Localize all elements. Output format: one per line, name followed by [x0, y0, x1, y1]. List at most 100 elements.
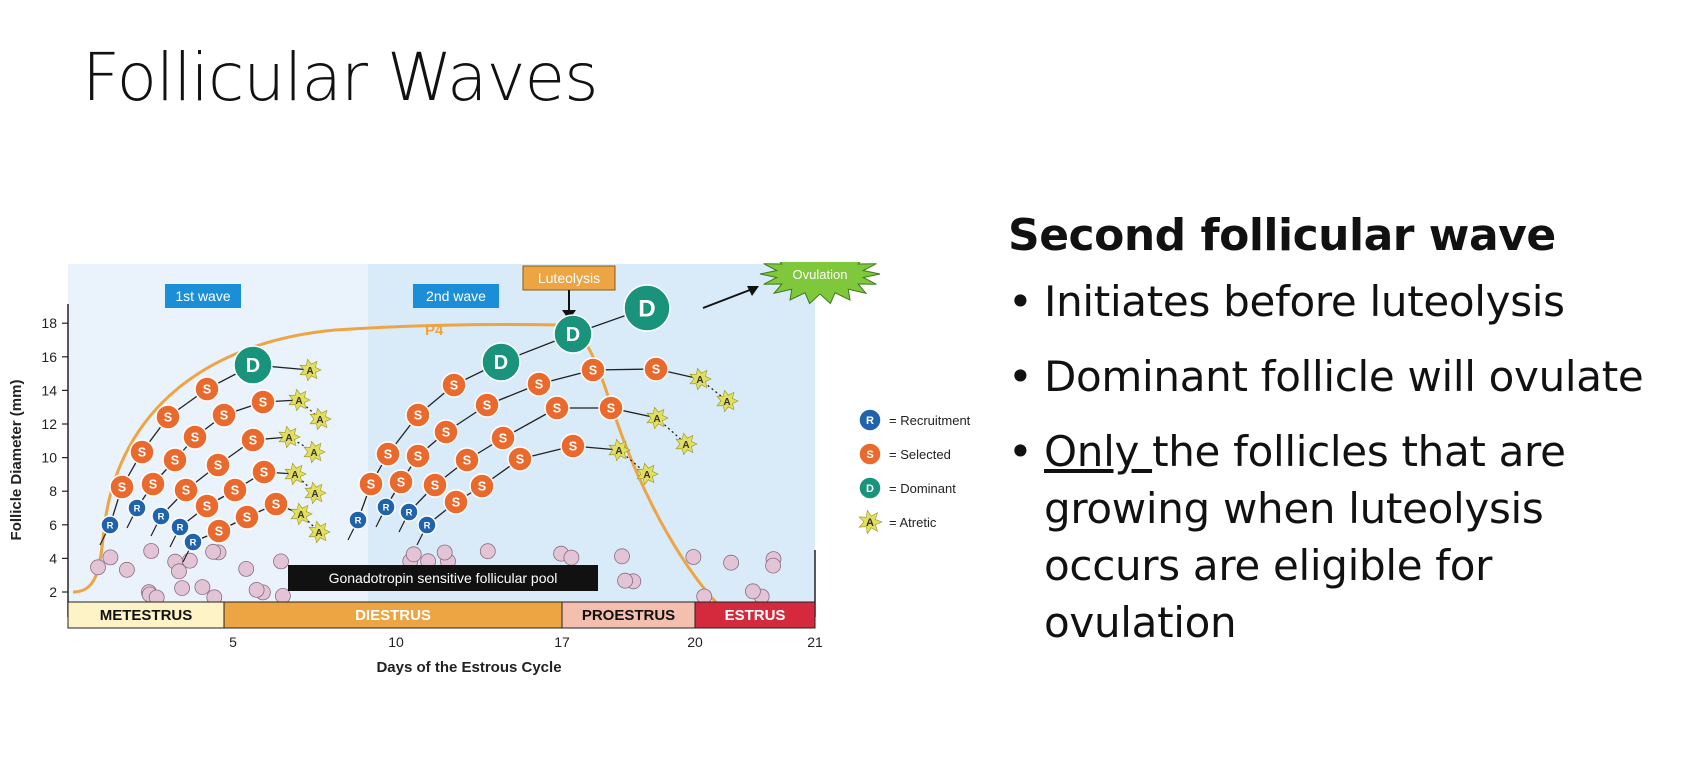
pool-follicle — [174, 580, 191, 597]
selected-follicle — [222, 477, 248, 503]
follicle-letter: A — [306, 366, 313, 377]
legend-swatch — [858, 442, 882, 466]
pool-follicle — [248, 581, 265, 598]
pool-follicle — [171, 563, 187, 580]
phase-label: ESTRUS — [725, 607, 786, 624]
follicle-letter: R — [355, 515, 362, 526]
follicle-letter: S — [483, 399, 491, 413]
follicle-letter: S — [118, 481, 126, 495]
selected-follicle — [544, 395, 570, 421]
selected-follicle — [469, 473, 495, 499]
ovulation-burst — [759, 262, 881, 305]
bullet-underlined-text: Only — [1044, 426, 1153, 476]
follicle-letter: S — [589, 364, 597, 378]
phase-segment — [561, 601, 696, 629]
ovulation-arrow — [702, 287, 756, 309]
selected-follicle — [162, 447, 188, 473]
recruited-follicle — [100, 515, 120, 535]
selected-follicle — [405, 443, 431, 469]
y-tick-label: 16 — [41, 349, 57, 365]
follicle-letter: S — [516, 453, 524, 467]
follicle-letter: S — [414, 450, 422, 464]
follicle-letter: S — [182, 484, 190, 498]
selected-follicle — [560, 433, 586, 459]
recruited-follicle — [399, 502, 419, 522]
follicle-letter: S — [203, 383, 211, 397]
selected-follicle — [182, 424, 208, 450]
follicular-pool — [90, 543, 782, 606]
follicle-letter: S — [463, 454, 471, 468]
selected-follicle — [240, 427, 266, 453]
dominant-follicle — [233, 345, 273, 385]
follicle-letter: A — [285, 433, 292, 444]
follicle-letter: S — [249, 434, 257, 448]
legend-swatch — [858, 509, 883, 535]
follicle-letter: S — [452, 496, 460, 510]
atretic-follicle — [288, 388, 311, 412]
x-tick-label: 21 — [807, 634, 823, 650]
follicle-letter: S — [431, 479, 439, 493]
legend-swatch — [858, 476, 882, 500]
follicle-letter: A — [316, 415, 323, 426]
follicle-letter: S — [450, 379, 458, 393]
follicle-letter: S — [191, 431, 199, 445]
selected-follicle — [263, 491, 289, 517]
pool-follicle — [405, 546, 422, 563]
legend-label: = Atretic — [889, 515, 937, 530]
legend-label: = Selected — [889, 447, 951, 462]
bullet-text: the follicles that are growing when lute… — [1044, 426, 1566, 647]
follicle-letter: R — [383, 502, 390, 513]
follicle-letter: S — [535, 378, 543, 392]
follicle-letter: A — [615, 446, 622, 457]
selected-follicle — [454, 447, 480, 473]
pool-follicle — [479, 543, 496, 560]
y-tick-label: 8 — [49, 483, 57, 499]
y-tick-label: 4 — [49, 550, 57, 566]
recruited-follicle — [417, 515, 437, 535]
pool-label: Gonadotropin sensitive follicular pool — [329, 570, 558, 586]
atretic-follicle — [309, 407, 332, 431]
follicle-letter: S — [138, 446, 146, 460]
x-tick-label: 10 — [388, 634, 404, 650]
follicle-letter: A — [696, 375, 703, 386]
selected-follicle — [140, 471, 166, 497]
selected-follicle — [490, 425, 516, 451]
follicle-letter: S — [214, 459, 222, 473]
selected-follicle — [643, 356, 669, 382]
follicle-letter: S — [499, 432, 507, 446]
slide-title: Follicular Waves — [82, 39, 599, 116]
follicle-letter: S — [478, 480, 486, 494]
selected-follicle — [507, 446, 533, 472]
atretic-follicle — [608, 438, 631, 462]
pool-follicle — [181, 552, 198, 569]
follicle-letter: R — [107, 520, 114, 531]
selected-follicle — [129, 439, 155, 465]
ovulation-label: Ovulation — [793, 267, 848, 282]
follicle-letter: S — [243, 511, 251, 525]
text-panel: Second follicular wave Initiates before … — [1008, 210, 1688, 669]
pool-label-box — [288, 565, 598, 591]
follicle-letter: S — [442, 426, 450, 440]
atretic-follicle — [290, 502, 313, 526]
follicle-letter: R — [158, 511, 165, 522]
dominant-follicle — [481, 342, 521, 382]
selected-follicle — [580, 357, 606, 383]
y-tick-label: 2 — [49, 584, 57, 600]
selected-follicle — [194, 376, 220, 402]
bullet-item: Dominant follicle will ovulate — [1008, 348, 1688, 405]
pool-follicle — [745, 583, 761, 600]
follicle-letter: D — [566, 324, 580, 346]
legend-label: = Dominant — [889, 481, 956, 496]
bullet-text: Dominant follicle will ovulate — [1044, 351, 1644, 401]
selected-follicle — [405, 402, 431, 428]
follicle-letter: D — [638, 296, 655, 323]
bullet-text: Initiates before luteolysis — [1044, 276, 1565, 326]
follicle-letter: S — [367, 478, 375, 492]
y-tick-label: 6 — [49, 517, 57, 533]
atretic-follicle — [675, 432, 698, 456]
phase-segment — [694, 601, 816, 629]
legend-label: = Recruitment — [889, 413, 971, 428]
